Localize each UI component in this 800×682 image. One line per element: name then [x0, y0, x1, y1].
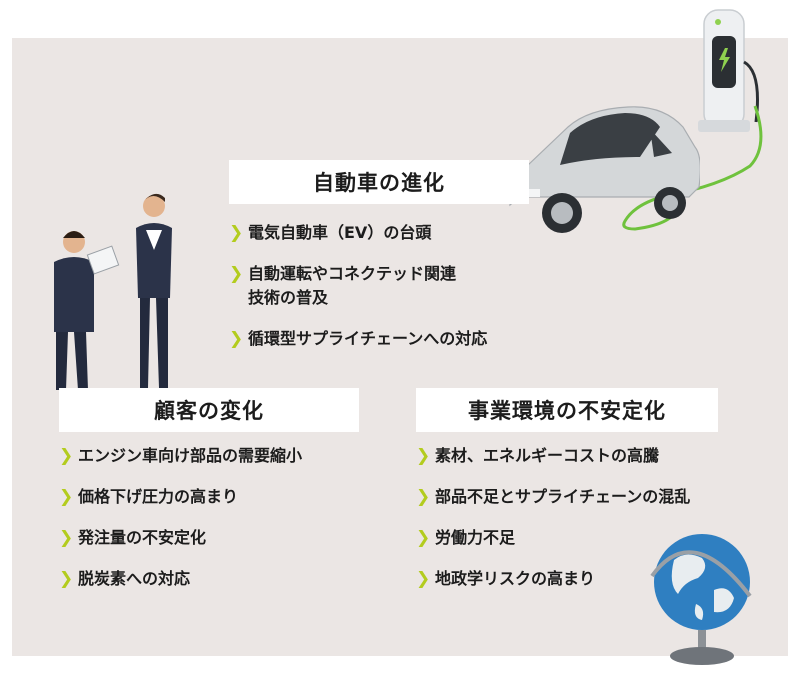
- list-item-text: 脱炭素への対応: [78, 569, 191, 588]
- list-item-text: 素材、エネルギーコストの高騰: [435, 446, 660, 465]
- list-item-text: 循環型サプライチェーンへの対応: [248, 329, 488, 348]
- chevron-right-icon: ❯: [416, 487, 431, 507]
- list-item: ❯エンジン車向け部品の需要縮小: [59, 444, 399, 468]
- chevron-right-icon: ❯: [59, 528, 74, 548]
- business-instability-list: ❯素材、エネルギーコストの高騰 ❯部品不足とサプライチェーンの混乱 ❯労働力不足…: [416, 444, 776, 608]
- list-item: ❯価格下げ圧力の高まり: [59, 485, 399, 509]
- chevron-right-icon: ❯: [59, 446, 74, 466]
- list-item: ❯労働力不足: [416, 526, 776, 550]
- chevron-right-icon: ❯: [416, 446, 431, 466]
- list-item: ❯循環型サプライチェーンへの対応: [229, 327, 549, 351]
- list-item: ❯地政学リスクの高まり: [416, 567, 776, 591]
- chevron-right-icon: ❯: [229, 264, 244, 284]
- customer-changes-list: ❯エンジン車向け部品の需要縮小 ❯価格下げ圧力の高まり ❯発注量の不安定化 ❯脱…: [59, 444, 399, 608]
- list-item-text: 地政学リスクの高まり: [435, 569, 596, 588]
- list-item: ❯電気自動車（EV）の台頭: [229, 221, 549, 245]
- list-item-text: 労働力不足: [435, 528, 516, 547]
- car-icon: [509, 106, 700, 233]
- vehicle-evolution-heading: 自動車の進化: [229, 160, 529, 204]
- list-item: ❯素材、エネルギーコストの高騰: [416, 444, 776, 468]
- list-item-text: 価格下げ圧力の高まり: [78, 487, 239, 506]
- chevron-right-icon: ❯: [416, 569, 431, 589]
- list-item: ❯脱炭素への対応: [59, 567, 399, 591]
- list-item-text: 電気自動車（EV）の台頭: [248, 223, 432, 242]
- globe-icon: [650, 534, 752, 665]
- business-instability-heading: 事業環境の不安定化: [416, 388, 718, 432]
- customer-changes-title: 顧客の変化: [154, 399, 264, 423]
- customer-changes-heading: 顧客の変化: [59, 388, 359, 432]
- list-item: ❯自動運転やコネクテッド関連 技術の普及: [229, 262, 549, 310]
- chevron-right-icon: ❯: [229, 329, 244, 349]
- businessmen-icon: [54, 193, 172, 390]
- list-item-text: 発注量の不安定化: [78, 528, 207, 547]
- business-instability-title: 事業環境の不安定化: [468, 399, 666, 423]
- list-item: ❯発注量の不安定化: [59, 526, 399, 550]
- chevron-right-icon: ❯: [229, 223, 244, 243]
- list-item: ❯部品不足とサプライチェーンの混乱: [416, 485, 776, 509]
- chevron-right-icon: ❯: [59, 487, 74, 507]
- ev-charger-icon: [698, 9, 759, 132]
- list-item-text: 自動運転やコネクテッド関連 技術の普及: [248, 264, 457, 307]
- chevron-right-icon: ❯: [59, 569, 74, 589]
- list-item-text: エンジン車向け部品の需要縮小: [78, 446, 303, 465]
- list-item-text: 部品不足とサプライチェーンの混乱: [435, 487, 691, 506]
- chevron-right-icon: ❯: [416, 528, 431, 548]
- vehicle-evolution-title: 自動車の進化: [313, 171, 445, 195]
- vehicle-evolution-list: ❯電気自動車（EV）の台頭 ❯自動運転やコネクテッド関連 技術の普及 ❯循環型サ…: [229, 221, 549, 368]
